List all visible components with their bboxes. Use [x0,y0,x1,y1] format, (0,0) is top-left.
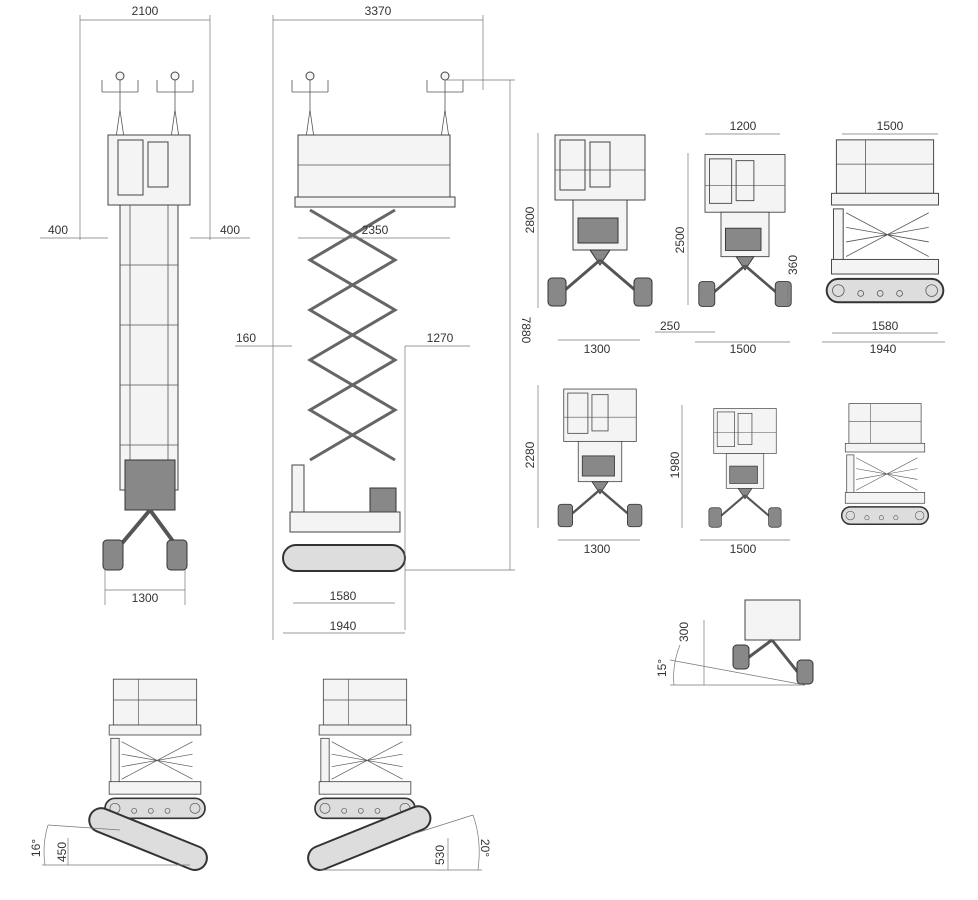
dim-height: 2800 [523,206,537,233]
dim-clearance: 360 [786,255,800,275]
folded-front-view-a: 2280 1300 [523,385,644,556]
incline-front-view: 530 20° [307,678,492,871]
dim-base-length: 1940 [330,619,357,633]
dim-angle: 16° [29,839,43,857]
dim-lift: 530 [433,845,447,865]
dim-track-width: 1300 [132,591,159,605]
elevated-side-view: 3370 2350 160 1270 7880 1580 1940 [235,4,533,640]
dim-track-length: 1580 [872,319,899,333]
dim-track-width: 1300 [584,342,611,356]
side-slope-view: 300 15° [655,599,814,686]
dim-height: 2500 [673,226,687,253]
dim-lift: 450 [55,842,69,862]
stowed-side-view: 1500 1580 1940 [822,119,945,356]
dim-extension-right: 400 [220,223,240,237]
dim-front-offset: 1270 [427,331,454,345]
stowed-front-view-a: 2800 1300 [523,133,654,356]
elevated-front-view: 2100 400 400 1300 [40,4,250,605]
dim-base-length: 1940 [870,342,897,356]
dim-extension-left: 400 [48,223,68,237]
dim-platform-width: 2100 [132,4,159,18]
dim-top-width: 1200 [730,119,757,133]
dim-height: 1980 [668,451,682,478]
dim-rear-offset: 160 [236,331,256,345]
folded-front-view-b: 1980 1500 [668,405,790,556]
dim-height: 2280 [523,441,537,468]
dim-track-gap: 250 [660,319,680,333]
folded-side-view [840,402,930,526]
dim-angle: 20° [478,839,492,857]
dim-track-width: 1500 [730,342,757,356]
dim-top-width: 1500 [877,119,904,133]
dim-track-width: 1500 [730,542,757,556]
dim-working-height: 7880 [519,317,533,344]
dim-overall-length: 3370 [365,4,392,18]
dim-track-length: 1580 [330,589,357,603]
incline-rear-view: 16° 450 [29,678,208,871]
stowed-front-view-b: 1200 2500 360 250 1500 [655,119,800,356]
dim-angle: 15° [655,659,669,677]
dim-lift: 300 [677,622,691,642]
dim-platform-length: 2350 [362,223,389,237]
dim-track-width: 1300 [584,542,611,556]
